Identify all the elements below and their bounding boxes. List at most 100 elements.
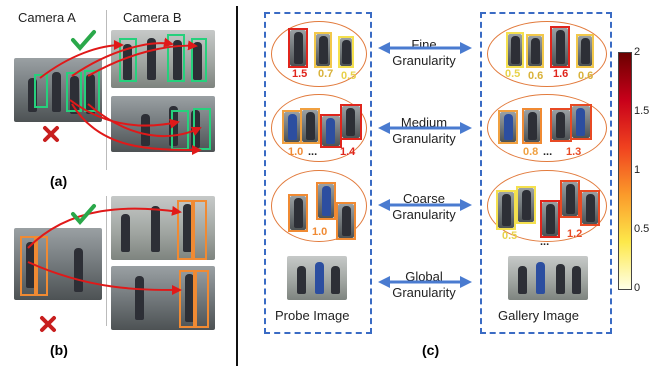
gallery-medium-crop-1 xyxy=(500,112,516,142)
probe-fine-box-3 xyxy=(338,36,354,68)
camera-divider-b xyxy=(106,196,107,326)
gallery-fine-value-4: 0.6 xyxy=(578,70,594,82)
gallery-ellipse-coarse xyxy=(487,170,607,242)
gallery-medium-box-1 xyxy=(498,110,518,144)
probe-ellipse-coarse xyxy=(271,170,367,242)
gallery-medium-ellipsis: ... xyxy=(543,146,553,158)
gallery-medium-box-4 xyxy=(570,104,592,140)
medium-granularity-line2: Granularity xyxy=(392,131,456,146)
gallery-fine-box-3 xyxy=(550,26,570,68)
colorbar-tick-1: 1 xyxy=(634,164,641,176)
probe-fine-value-3: 0.5 xyxy=(341,70,357,82)
gallery-ellipse-fine xyxy=(487,21,607,87)
probe-fine-box-1 xyxy=(288,28,308,68)
gallery-image-caption: Gallery Image xyxy=(498,308,579,323)
gallery-fine-value-3: 1.6 xyxy=(553,68,569,80)
probe-coarse-crop-2 xyxy=(318,184,334,218)
colorbar-tick-2: 2 xyxy=(634,46,641,58)
probe-fine-value-1: 1.5 xyxy=(292,68,308,80)
probe-global-image xyxy=(287,256,347,300)
probe-fine-crop-3 xyxy=(340,38,352,66)
granularity-arrows xyxy=(378,42,472,288)
gallery-dashed-box xyxy=(480,12,612,334)
gallery-fine-value-2: 0.6 xyxy=(528,70,544,82)
gallery-coarse-box-2 xyxy=(516,186,536,224)
gallery-fine-value-1: 0.5 xyxy=(505,68,521,80)
fine-granularity-line2: Granularity xyxy=(392,53,456,68)
camera-b-photo-b-match xyxy=(111,196,215,260)
gallery-coarse-crop-3 xyxy=(542,202,558,236)
colorbar-gradient xyxy=(618,52,632,290)
colorbar-tick-0: 0 xyxy=(634,282,641,294)
gallery-fine-box-2 xyxy=(526,34,544,68)
probe-ellipse-medium xyxy=(271,94,367,162)
probe-medium-crop-3 xyxy=(322,116,340,146)
probe-medium-value-2: 1.4 xyxy=(340,146,356,158)
ab-arrows-overlay xyxy=(27,30,202,332)
gallery-coarse-crop-1 xyxy=(498,192,514,228)
probe-coarse-box-2 xyxy=(316,182,336,220)
gallery-medium-value-1: 0.8 xyxy=(523,146,539,158)
gallery-medium-crop-2 xyxy=(524,110,540,142)
panel-a-label: (a) xyxy=(50,173,68,189)
camera-b-label: Camera B xyxy=(123,10,182,25)
gallery-medium-value-2: 1.3 xyxy=(566,146,582,158)
global-granularity-line2: Granularity xyxy=(392,285,456,300)
gallery-coarse-crop-2 xyxy=(518,188,534,222)
gallery-fine-box-4 xyxy=(576,34,594,68)
probe-fine-value-2: 0.7 xyxy=(318,68,334,80)
probe-medium-box-3 xyxy=(320,114,342,148)
probe-coarse-box-3 xyxy=(336,202,356,240)
check-icon-a xyxy=(71,30,96,52)
probe-ellipse-fine xyxy=(271,21,367,87)
probe-coarse-box-1 xyxy=(288,194,308,232)
probe-medium-value-1: 1.0 xyxy=(288,146,304,158)
gallery-coarse-box-5 xyxy=(580,190,600,226)
probe-medium-crop-1 xyxy=(284,112,300,142)
probe-dashed-box xyxy=(264,12,372,334)
gallery-coarse-box-1 xyxy=(496,190,516,230)
main-divider xyxy=(236,6,238,366)
probe-medium-box-4 xyxy=(340,104,362,140)
gallery-global-image xyxy=(508,256,588,300)
camera-a-label: Camera A xyxy=(18,10,76,25)
gallery-fine-crop-1 xyxy=(508,34,522,66)
cross-icon-a xyxy=(43,126,59,142)
probe-image-caption: Probe Image xyxy=(275,308,350,323)
probe-medium-ellipsis: ... xyxy=(308,146,318,158)
probe-fine-crop-1 xyxy=(290,30,306,66)
cross-icon-b xyxy=(40,316,56,332)
probe-fine-crop-2 xyxy=(316,34,330,66)
camera-b-photo-b-nonmatch xyxy=(111,266,215,330)
panel-b-label: (b) xyxy=(50,342,68,358)
probe-fine-box-2 xyxy=(314,32,332,68)
colorbar-tick-0-5: 0.5 xyxy=(634,223,650,235)
gallery-fine-crop-2 xyxy=(528,36,542,66)
probe-medium-crop-4 xyxy=(342,106,360,138)
gallery-coarse-value-2: 1.2 xyxy=(567,228,583,240)
panel-c-label: (c) xyxy=(422,342,440,358)
gallery-medium-crop-3 xyxy=(552,110,570,140)
check-icon-b xyxy=(71,204,96,226)
probe-coarse-crop-3 xyxy=(338,204,354,238)
probe-medium-crop-2 xyxy=(302,110,318,142)
gallery-fine-box-1 xyxy=(506,32,524,68)
gallery-fine-crop-3 xyxy=(552,28,568,66)
camera-divider-a xyxy=(106,10,107,170)
gallery-medium-box-2 xyxy=(522,108,542,144)
gallery-coarse-ellipsis: ... xyxy=(540,236,550,248)
probe-medium-box-1 xyxy=(282,110,302,144)
probe-coarse-value-1: 1.0 xyxy=(312,226,328,238)
probe-medium-box-2 xyxy=(300,108,320,144)
gallery-coarse-crop-5 xyxy=(582,192,598,224)
gallery-coarse-crop-4 xyxy=(562,182,578,216)
match-arrows-b xyxy=(27,205,182,295)
gallery-fine-crop-4 xyxy=(578,36,592,66)
gallery-ellipse-medium xyxy=(487,94,607,162)
camera-a-photo-b xyxy=(14,228,102,300)
gallery-medium-box-3 xyxy=(550,108,572,142)
match-arrows-a xyxy=(39,37,202,155)
gallery-coarse-box-3 xyxy=(540,200,560,238)
gallery-coarse-value-1: 0.5 xyxy=(502,230,518,242)
gallery-medium-crop-4 xyxy=(572,106,590,138)
